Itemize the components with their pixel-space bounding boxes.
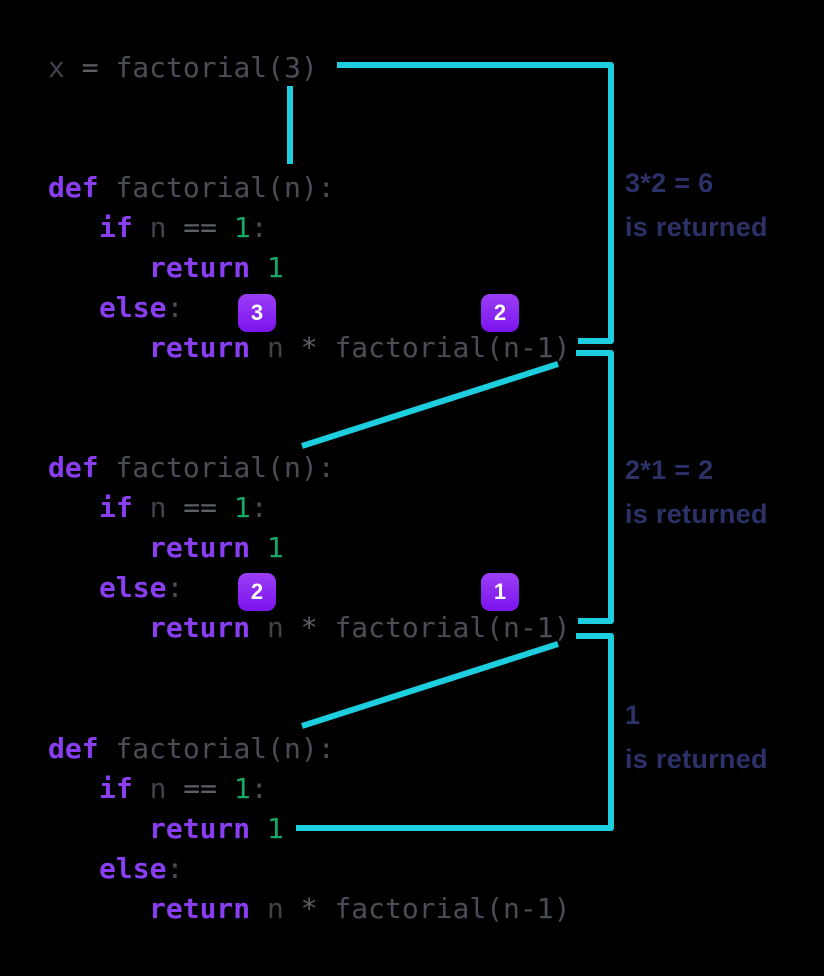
code-token: n [132,211,184,244]
code-token: 1 [267,531,284,564]
code-token [250,812,267,845]
code-token: 1 [233,772,251,805]
code-token: return [149,251,251,284]
code-line: x = factorial(3) [48,48,318,88]
badge-n-value-block1: 3 [238,294,276,332]
code-token: if [99,211,133,244]
code-token: factorial(3) [115,51,318,84]
code-token: n [250,611,301,644]
code-token [250,531,267,564]
code-line: return n * factorial(n-1) [48,608,570,648]
code-token: return [149,331,251,364]
code-line: if n == 1: [48,488,570,528]
code-line: else: [48,568,570,608]
code-line: return 1 [48,528,570,568]
code-token: else [99,571,167,604]
code-token: : [250,211,268,244]
recursive-call-arrow-block2-to-block3 [301,641,559,729]
code-line: def factorial(n): [48,448,570,488]
annotation-return-2: 2*1 = 2 is returned [625,448,768,536]
code-token: return [149,812,251,845]
code-token: x [48,51,65,84]
return-arrow-block3-to-block2 [296,633,614,831]
code-token: if [99,772,133,805]
annotation-result-text: 3*2 = 6 [625,168,714,198]
code-token: else [99,291,167,324]
call-line-code: x = factorial(3) [48,48,318,88]
code-token: n [250,331,301,364]
code-line: return 1 [48,809,570,849]
code-token: n [132,491,184,524]
code-token: : [166,291,184,324]
code-token: 1 [233,211,251,244]
code-token: : [166,852,184,885]
code-token: 1 [267,812,284,845]
annotation-returned-text: is returned [625,744,768,774]
code-token: == [183,211,234,244]
badge-recursive-arg-block2: 1 [481,573,519,611]
badge-recursive-arg-block1: 2 [481,294,519,332]
code-token: n [250,892,301,925]
code-line: return n * factorial(n-1) [48,328,570,368]
code-token: factorial(n-1) [334,611,571,644]
recursive-call-arrow-block1-to-block2 [301,361,559,449]
annotation-return-1: 3*2 = 6 is returned [625,161,768,249]
code-token: : [250,491,268,524]
code-token: * [300,611,335,644]
code-token: * [300,892,335,925]
annotation-returned-text: is returned [625,499,768,529]
code-token: else [99,852,167,885]
code-line: if n == 1: [48,769,570,809]
code-token: def [48,171,99,204]
code-token: 1 [233,491,251,524]
code-line: def factorial(n): [48,168,570,208]
code-token: 1 [267,251,284,284]
code-token: = [64,51,116,84]
code-token: : [250,772,268,805]
annotation-returned-text: is returned [625,212,768,242]
code-token: * [300,331,335,364]
code-token: def [48,732,99,765]
code-token: factorial(n): [98,451,335,484]
code-token: factorial(n): [98,732,335,765]
code-token: return [149,611,251,644]
badge-n-value-block2: 2 [238,573,276,611]
code-token: factorial(n-1) [334,892,571,925]
code-token [250,251,267,284]
return-arrow-block2-to-block1 [576,350,614,624]
code-token: def [48,451,99,484]
code-token: == [183,491,234,524]
code-token: n [132,772,184,805]
code-token: factorial(n-1) [334,331,571,364]
code-token: if [99,491,133,524]
code-token: return [149,892,251,925]
annotation-result-text: 1 [625,700,641,730]
code-token: : [166,571,184,604]
code-line: if n == 1: [48,208,570,248]
annotation-return-3: 1 is returned [625,693,768,781]
code-line: else: [48,849,570,889]
return-arrow-block1-to-call [337,62,614,344]
code-line: else: [48,288,570,328]
annotation-result-text: 2*1 = 2 [625,455,714,485]
code-token: factorial(n): [98,171,335,204]
code-token: == [183,772,234,805]
code-line: def factorial(n): [48,729,570,769]
code-line: return 1 [48,248,570,288]
code-line: return n * factorial(n-1) [48,889,570,929]
code-token: return [149,531,251,564]
